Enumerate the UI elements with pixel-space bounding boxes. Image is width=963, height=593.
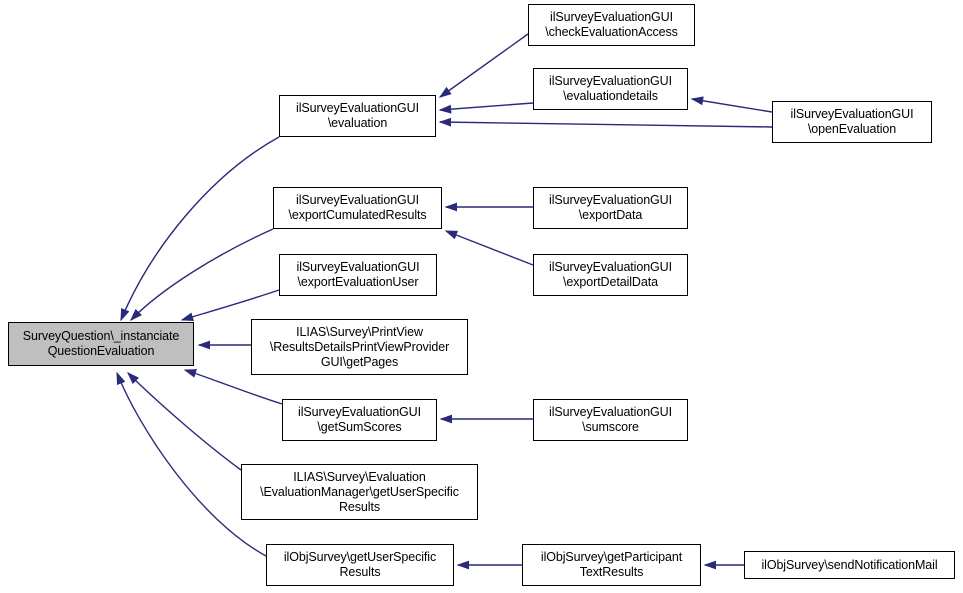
- node-get-participant-text-results[interactable]: ilObjSurvey\getParticipant TextResults: [522, 544, 701, 586]
- edge-exportdetaildata-to-exportcumulatedresults: [444, 230, 534, 266]
- edge-evaluation-to-instanciate: [120, 136, 280, 322]
- edge-getsumscores-to-instanciate: [183, 369, 283, 405]
- node-label: ilSurveyEvaluationGUI \exportEvaluationU…: [296, 260, 420, 289]
- node-label: ilSurveyEvaluationGUI \sumscore: [549, 405, 672, 434]
- node-send-notification-mail[interactable]: ilObjSurvey\sendNotificationMail: [744, 551, 955, 579]
- node-sumscore[interactable]: ilSurveyEvaluationGUI \sumscore: [533, 399, 688, 441]
- edge-openevaluation-to-evaluationdetails: [690, 96, 773, 113]
- node-export-data[interactable]: ilSurveyEvaluationGUI \exportData: [533, 187, 688, 229]
- node-get-sum-scores[interactable]: ilSurveyEvaluationGUI \getSumScores: [282, 399, 437, 441]
- node-label: ilSurveyEvaluationGUI \exportDetailData: [549, 260, 672, 289]
- edge-exportevaluationuser-to-instanciate: [180, 289, 280, 322]
- node-label: ilSurveyEvaluationGUI \getSumScores: [298, 405, 421, 434]
- node-label: SurveyQuestion\_instanciate QuestionEval…: [22, 329, 180, 358]
- node-label: ILIAS\Survey\PrintView \ResultsDetailsPr…: [269, 324, 450, 369]
- node-label: ilSurveyEvaluationGUI \openEvaluation: [790, 107, 914, 136]
- node-label: ilSurveyEvaluationGUI \checkEvaluationAc…: [545, 10, 678, 39]
- edge-evaluationmanager-to-instanciate: [127, 372, 242, 471]
- node-export-cumulated-results[interactable]: ilSurveyEvaluationGUI \exportCumulatedRe…: [273, 187, 442, 229]
- edge-exportcumulatedresults-to-instanciate: [130, 228, 274, 322]
- node-open-evaluation[interactable]: ilSurveyEvaluationGUI \openEvaluation: [772, 101, 932, 143]
- node-evaluation[interactable]: ilSurveyEvaluationGUI \evaluation: [279, 95, 436, 137]
- node-ilobjsurvey-get-user-specific-results[interactable]: ilObjSurvey\getUserSpecific Results: [266, 544, 454, 586]
- node-evaluation-manager-get-user-specific-results[interactable]: ILIAS\Survey\Evaluation \EvaluationManag…: [241, 464, 478, 520]
- edge-openevaluation-to-evaluation: [438, 117, 773, 128]
- node-check-evaluation-access[interactable]: ilSurveyEvaluationGUI \checkEvaluationAc…: [528, 4, 695, 46]
- node-instanciate-question-evaluation[interactable]: SurveyQuestion\_instanciate QuestionEval…: [8, 322, 194, 366]
- node-label: ILIAS\Survey\Evaluation \EvaluationManag…: [260, 469, 459, 514]
- node-evaluationdetails[interactable]: ilSurveyEvaluationGUI \evaluationdetails: [533, 68, 688, 110]
- node-label: ilSurveyEvaluationGUI \exportData: [549, 193, 672, 222]
- node-label: ilObjSurvey\getUserSpecific Results: [283, 550, 437, 579]
- node-export-detail-data[interactable]: ilSurveyEvaluationGUI \exportDetailData: [533, 254, 688, 296]
- node-label: ilSurveyEvaluationGUI \exportCumulatedRe…: [288, 193, 427, 222]
- node-label: ilObjSurvey\sendNotificationMail: [761, 557, 938, 572]
- node-label: ilObjSurvey\getParticipant TextResults: [540, 550, 683, 579]
- node-label: ilSurveyEvaluationGUI \evaluationdetails: [549, 74, 672, 103]
- node-export-evaluation-user[interactable]: ilSurveyEvaluationGUI \exportEvaluationU…: [279, 254, 437, 296]
- node-label: ilSurveyEvaluationGUI \evaluation: [296, 101, 419, 130]
- node-results-details-print-view-provider-gui-get-pages[interactable]: ILIAS\Survey\PrintView \ResultsDetailsPr…: [251, 319, 468, 375]
- edge-checkevaluationaccess-to-evaluation: [438, 33, 529, 98]
- edge-evaluationdetails-to-evaluation: [438, 102, 534, 114]
